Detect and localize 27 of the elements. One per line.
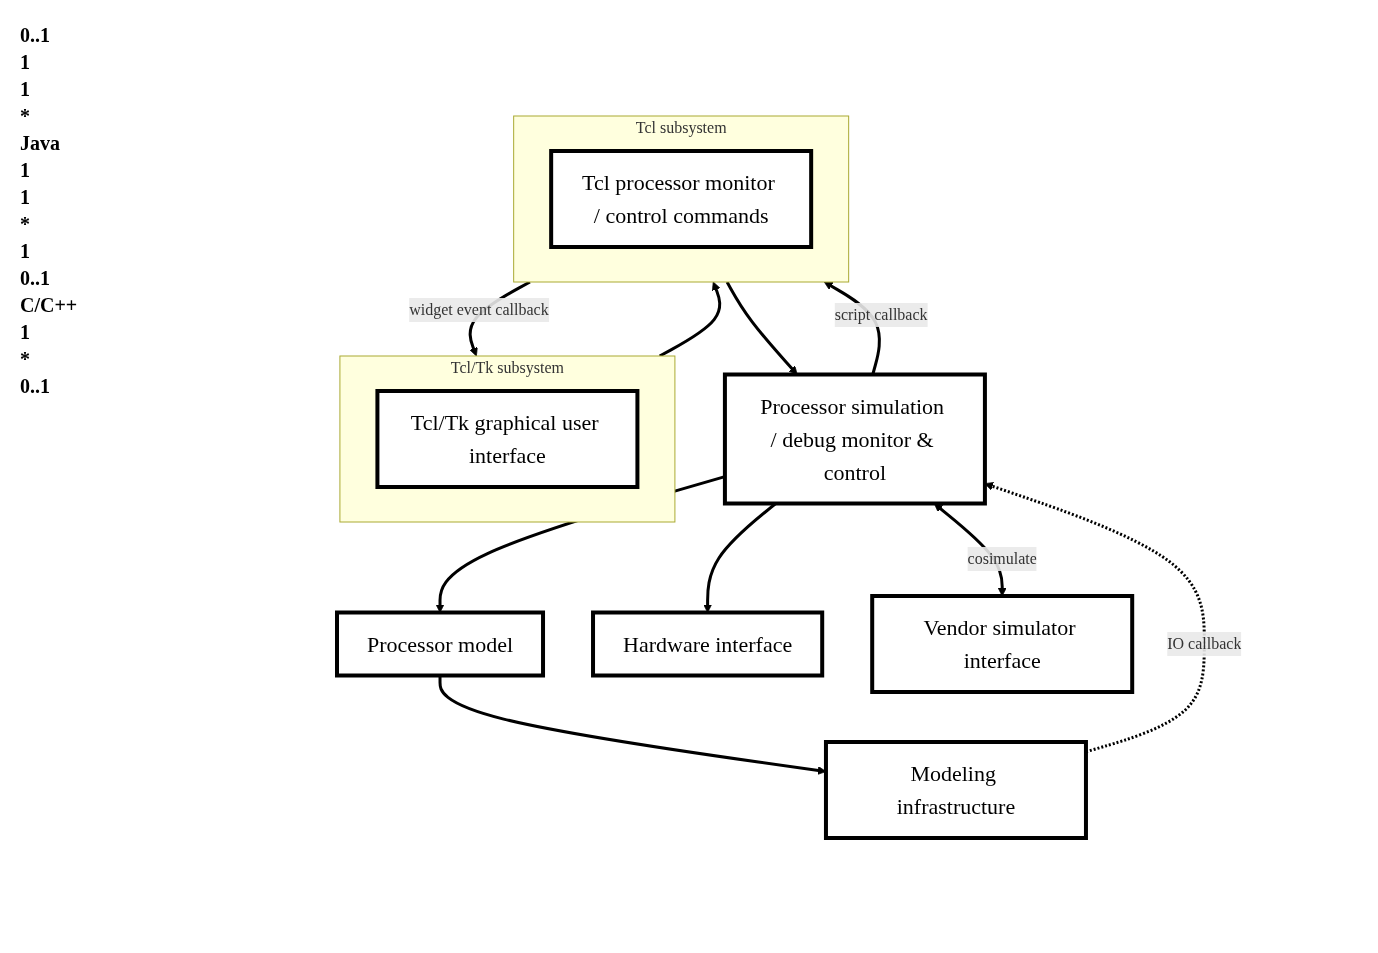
multiplicity-label: 0..1: [20, 375, 51, 398]
multiplicity-label: 0..1: [20, 267, 51, 290]
multiplicity-label: *: [20, 213, 31, 236]
node-box: Tcl/Tk graphical user interface: [375, 388, 640, 489]
multiplicity-label: C/C++: [20, 294, 79, 317]
multiplicity-label: 1: [20, 51, 31, 74]
multiplicity-label: 1: [20, 78, 31, 101]
multiplicity-label: 1: [20, 186, 31, 209]
arrow: [658, 281, 721, 357]
edge-label: widget event callback: [408, 300, 549, 318]
multiplicity-label: 1: [20, 321, 31, 344]
node-box: Vendor simulator interface: [870, 593, 1134, 694]
node-box: Hardware interface: [590, 610, 824, 677]
multiplicity-label: 1: [20, 240, 31, 263]
edge-label: IO callback: [1167, 634, 1242, 652]
node-box: Processor simulation / debug monitor & control: [722, 372, 987, 505]
node-box: Modeling infrastructure: [823, 739, 1088, 840]
edge-label: cosimulate: [967, 549, 1037, 567]
node-box: Processor model: [334, 610, 545, 677]
multiplicity-label: Java: [20, 132, 61, 155]
edge-label: script callback: [834, 305, 928, 323]
node-box: Tcl processor monitor / control commands: [548, 148, 813, 249]
multiplicity-label: *: [20, 105, 31, 128]
multiplicity-label: 1: [20, 159, 31, 182]
multiplicity-label: 0..1: [20, 24, 51, 47]
multiplicity-label: *: [20, 348, 31, 371]
arrow: [725, 280, 798, 375]
